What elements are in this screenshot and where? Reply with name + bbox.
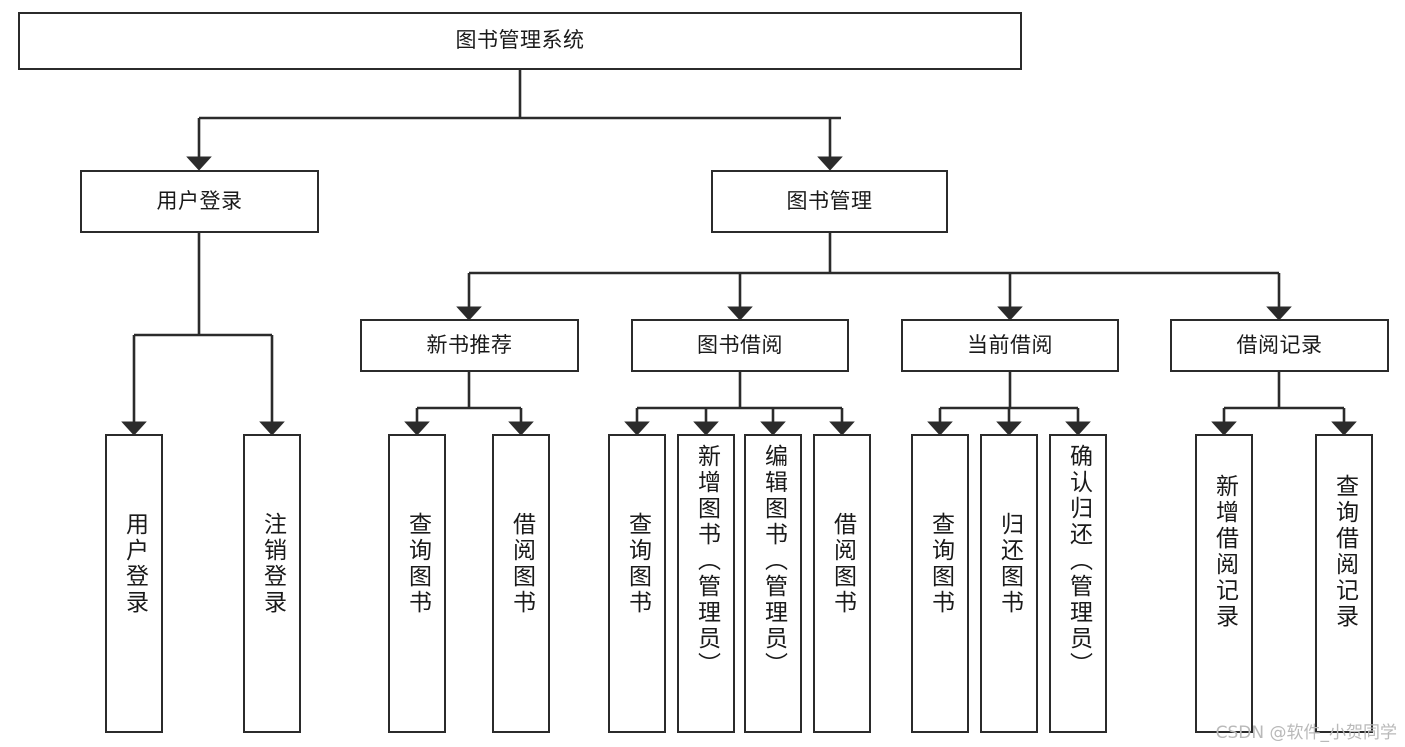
node-leaf-add-book[interactable]: 新增图书（管理员） xyxy=(677,434,735,733)
node-label: 查询图书 xyxy=(927,512,954,616)
node-new-book-recommend[interactable]: 新书推荐 xyxy=(360,319,579,372)
node-label: 确认归还（管理员） xyxy=(1065,444,1092,678)
node-label: 用户登录 xyxy=(121,512,148,616)
node-borrow-record[interactable]: 借阅记录 xyxy=(1170,319,1389,372)
node-leaf-query-borrow-record[interactable]: 查询借阅记录 xyxy=(1315,434,1373,733)
node-label: 图书管理系统 xyxy=(455,28,585,53)
node-leaf-query-book-current[interactable]: 查询图书 xyxy=(911,434,969,733)
watermark-text: CSDN @软件_小贺同学 xyxy=(1215,723,1397,743)
node-user-login[interactable]: 用户登录 xyxy=(80,170,319,233)
node-leaf-query-book-new-recommend[interactable]: 查询图书 xyxy=(388,434,446,733)
node-leaf-confirm-return[interactable]: 确认归还（管理员） xyxy=(1049,434,1107,733)
node-label: 归还图书 xyxy=(996,512,1023,616)
node-label: 图书管理 xyxy=(786,188,873,213)
node-book-manage[interactable]: 图书管理 xyxy=(711,170,948,233)
node-label: 借阅记录 xyxy=(1236,332,1323,357)
node-leaf-user-logout[interactable]: 注销登录 xyxy=(243,434,301,733)
node-leaf-return-book[interactable]: 归还图书 xyxy=(980,434,1038,733)
node-label: 用户登录 xyxy=(156,188,243,213)
node-label: 查询图书 xyxy=(404,512,431,616)
node-current-borrow[interactable]: 当前借阅 xyxy=(901,319,1119,372)
node-label: 编辑图书（管理员） xyxy=(760,444,787,678)
node-label: 借阅图书 xyxy=(829,512,856,616)
node-leaf-edit-book[interactable]: 编辑图书（管理员） xyxy=(744,434,802,733)
node-label: 注销登录 xyxy=(259,512,286,616)
node-book-borrow[interactable]: 图书借阅 xyxy=(631,319,849,372)
node-leaf-query-book-borrow[interactable]: 查询图书 xyxy=(608,434,666,733)
node-leaf-add-borrow-record[interactable]: 新增借阅记录 xyxy=(1195,434,1253,733)
node-root-book-management-system[interactable]: 图书管理系统 xyxy=(18,12,1022,70)
node-label: 查询借阅记录 xyxy=(1331,474,1358,630)
node-label: 新书推荐 xyxy=(426,332,513,357)
node-label: 图书借阅 xyxy=(697,332,783,357)
node-leaf-borrow-book-borrow[interactable]: 借阅图书 xyxy=(813,434,871,733)
node-label: 借阅图书 xyxy=(508,512,535,616)
node-label: 新增借阅记录 xyxy=(1211,474,1238,630)
node-leaf-borrow-book-new-recommend[interactable]: 借阅图书 xyxy=(492,434,550,733)
node-leaf-user-login[interactable]: 用户登录 xyxy=(105,434,163,733)
node-label: 查询图书 xyxy=(624,512,651,616)
node-label: 当前借阅 xyxy=(967,332,1053,357)
node-label: 新增图书（管理员） xyxy=(693,444,720,678)
